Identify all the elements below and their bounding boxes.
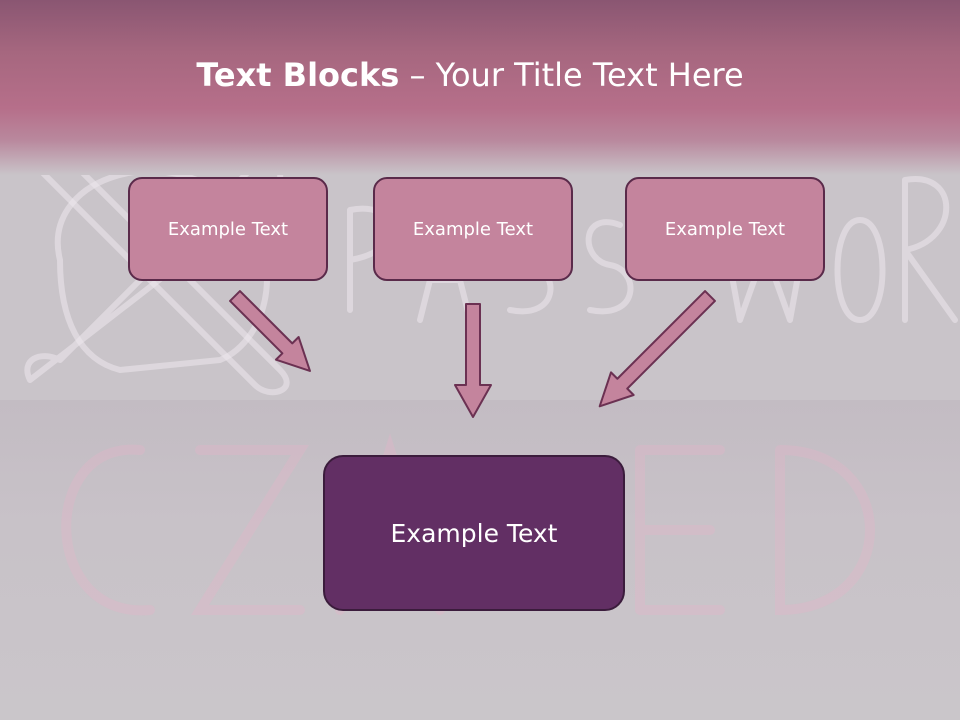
chalk-lower-letter-2 bbox=[190, 445, 310, 615]
chalk-letter-r bbox=[902, 176, 958, 323]
chalk-lower-letter-4 bbox=[635, 445, 725, 615]
title-separator: – bbox=[399, 56, 436, 94]
chalk-letter-s2 bbox=[585, 219, 634, 315]
slide-title: Text Blocks – Your Title Text Here bbox=[0, 52, 940, 98]
title-bold: Text Blocks bbox=[196, 56, 400, 94]
title-rest: Your Title Text Here bbox=[435, 56, 744, 94]
arrow-left bbox=[229, 290, 311, 372]
chalk-lower-letter-5 bbox=[775, 445, 875, 616]
chalk-lower-letter-1 bbox=[61, 444, 155, 616]
chalk-letter-o bbox=[834, 217, 886, 323]
text-block-1[interactable]: Example Text bbox=[128, 177, 328, 281]
text-block-3[interactable]: Example Text bbox=[625, 177, 825, 281]
text-block-2[interactable]: Example Text bbox=[373, 177, 573, 281]
arrow-right bbox=[598, 290, 716, 408]
header-band bbox=[0, 0, 960, 175]
arrow-center bbox=[454, 303, 492, 418]
text-block-center[interactable]: Example Text bbox=[323, 455, 625, 611]
